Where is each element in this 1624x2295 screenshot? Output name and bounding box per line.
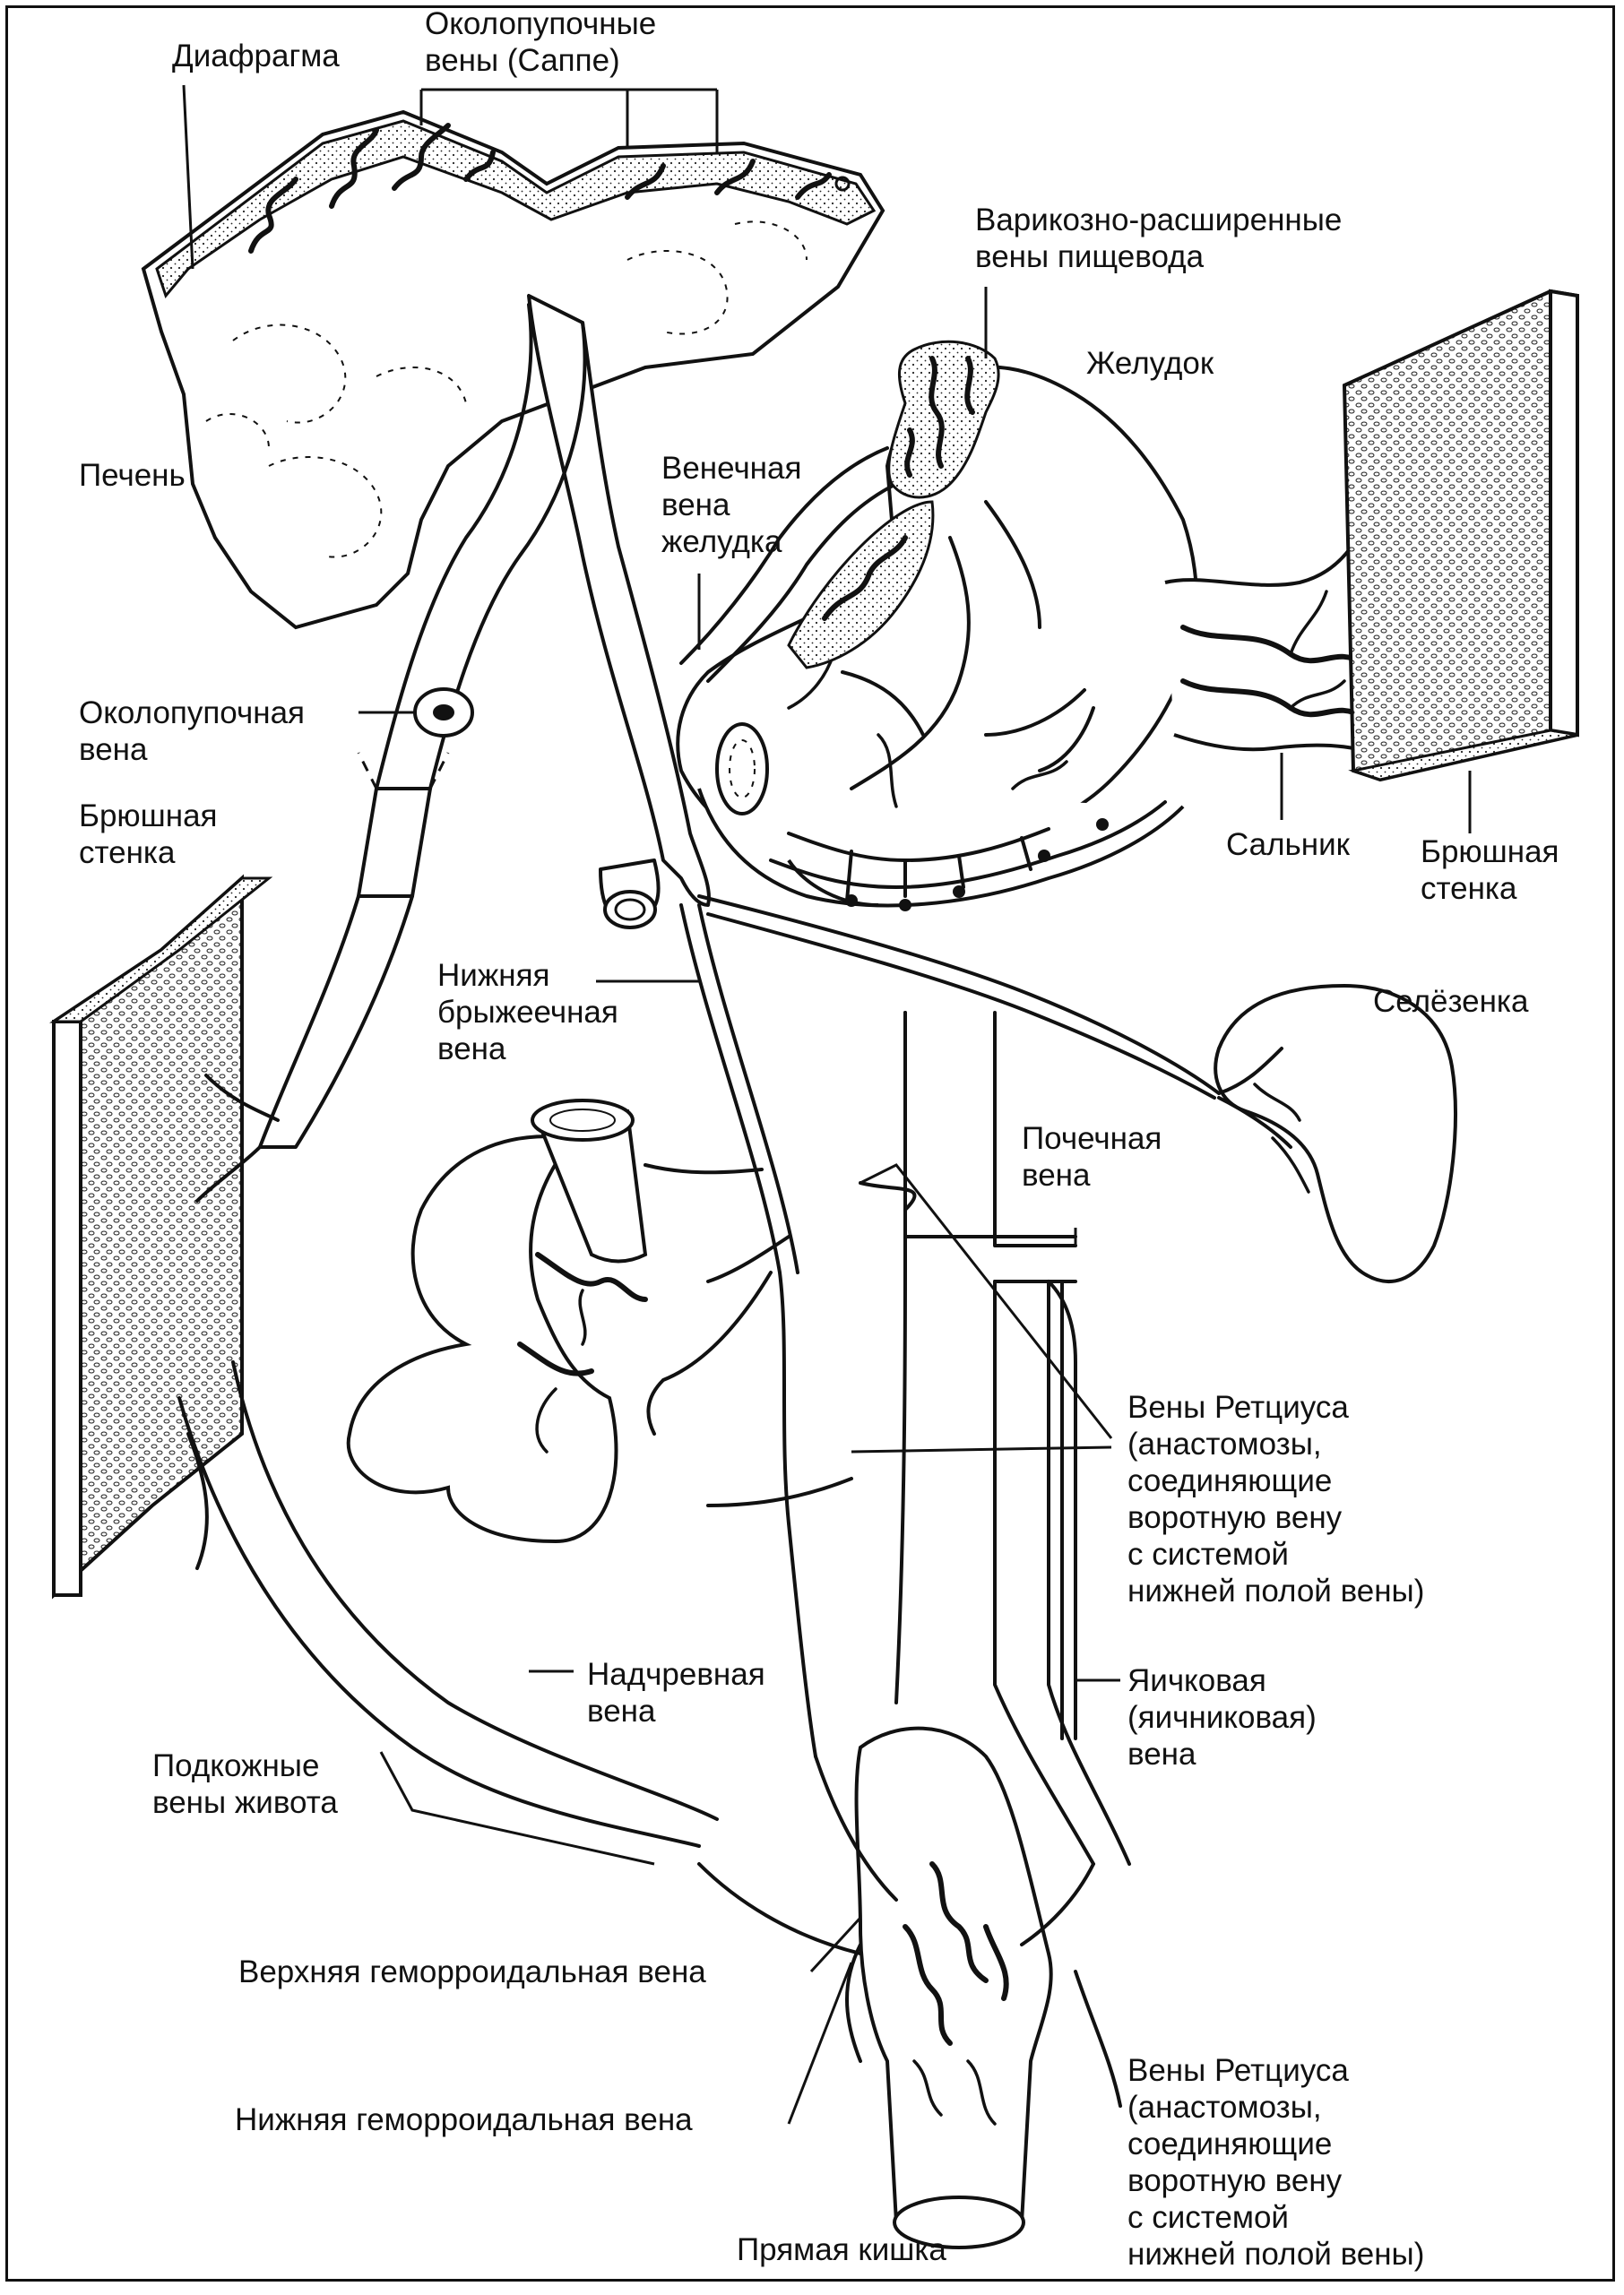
inferior-vena-cava	[706, 1011, 1131, 1866]
label-stomach: Желудок	[1086, 346, 1214, 381]
label-omentum: Сальник	[1226, 827, 1350, 862]
label-abdominal-wall-right: Брюшная стенка	[1421, 834, 1559, 906]
label-epigastric-vein: Надчревная вена	[587, 1657, 765, 1729]
colon	[346, 1099, 648, 1544]
label-liver: Печень	[79, 458, 186, 493]
spleen	[1214, 983, 1457, 1283]
leader-lines	[182, 84, 1472, 2125]
label-inferior-hemorrhoidal-vein: Нижняя геморроидальная вена	[235, 2102, 693, 2137]
liver	[141, 109, 885, 630]
label-rectum: Прямая кишка	[737, 2232, 946, 2267]
label-testicular-vein: Яичковая (яичниковая) вена	[1127, 1663, 1317, 1772]
omentum	[1164, 528, 1374, 755]
label-renal-vein: Почечная вена	[1022, 1121, 1162, 1193]
stomach	[676, 340, 1198, 911]
label-abdominal-wall-left: Брюшная стенка	[79, 798, 218, 870]
label-subcutaneous-abdominal-veins: Подкожные вены живота	[152, 1748, 338, 1820]
label-paraumbilical-vein: Околопупочная вена	[79, 695, 305, 767]
label-retzius-veins-lower: Вены Ретциуса (анастомозы, соединяющие в…	[1127, 2053, 1425, 2272]
inferior-mesenteric-vein	[644, 903, 817, 1758]
label-coronary-gastric-vein: Венечная вена желудка	[661, 451, 802, 559]
label-spleen: Селёзенка	[1373, 984, 1529, 1019]
label-inferior-mesenteric-vein: Нижняя брыжеечная вена	[437, 958, 618, 1066]
abdominal-wall-right	[1342, 289, 1579, 782]
rectum	[814, 1726, 1122, 2249]
label-diaphragm: Диафрагма	[172, 39, 340, 73]
label-retzius-veins-upper: Вены Ретциуса (анастомозы, соединяющие в…	[1127, 1390, 1425, 1609]
label-superior-hemorrhoidal-vein: Верхняя геморроидальная вена	[238, 1954, 706, 1989]
label-paraumbilical-veins-sappey: Околопупочные вены (Саппе)	[425, 6, 657, 78]
abdominal-wall-left	[49, 874, 280, 1600]
label-esophageal-varices: Варикозно-расширенные вены пищевода	[975, 203, 1343, 274]
portal-vein-system	[258, 294, 1221, 1149]
